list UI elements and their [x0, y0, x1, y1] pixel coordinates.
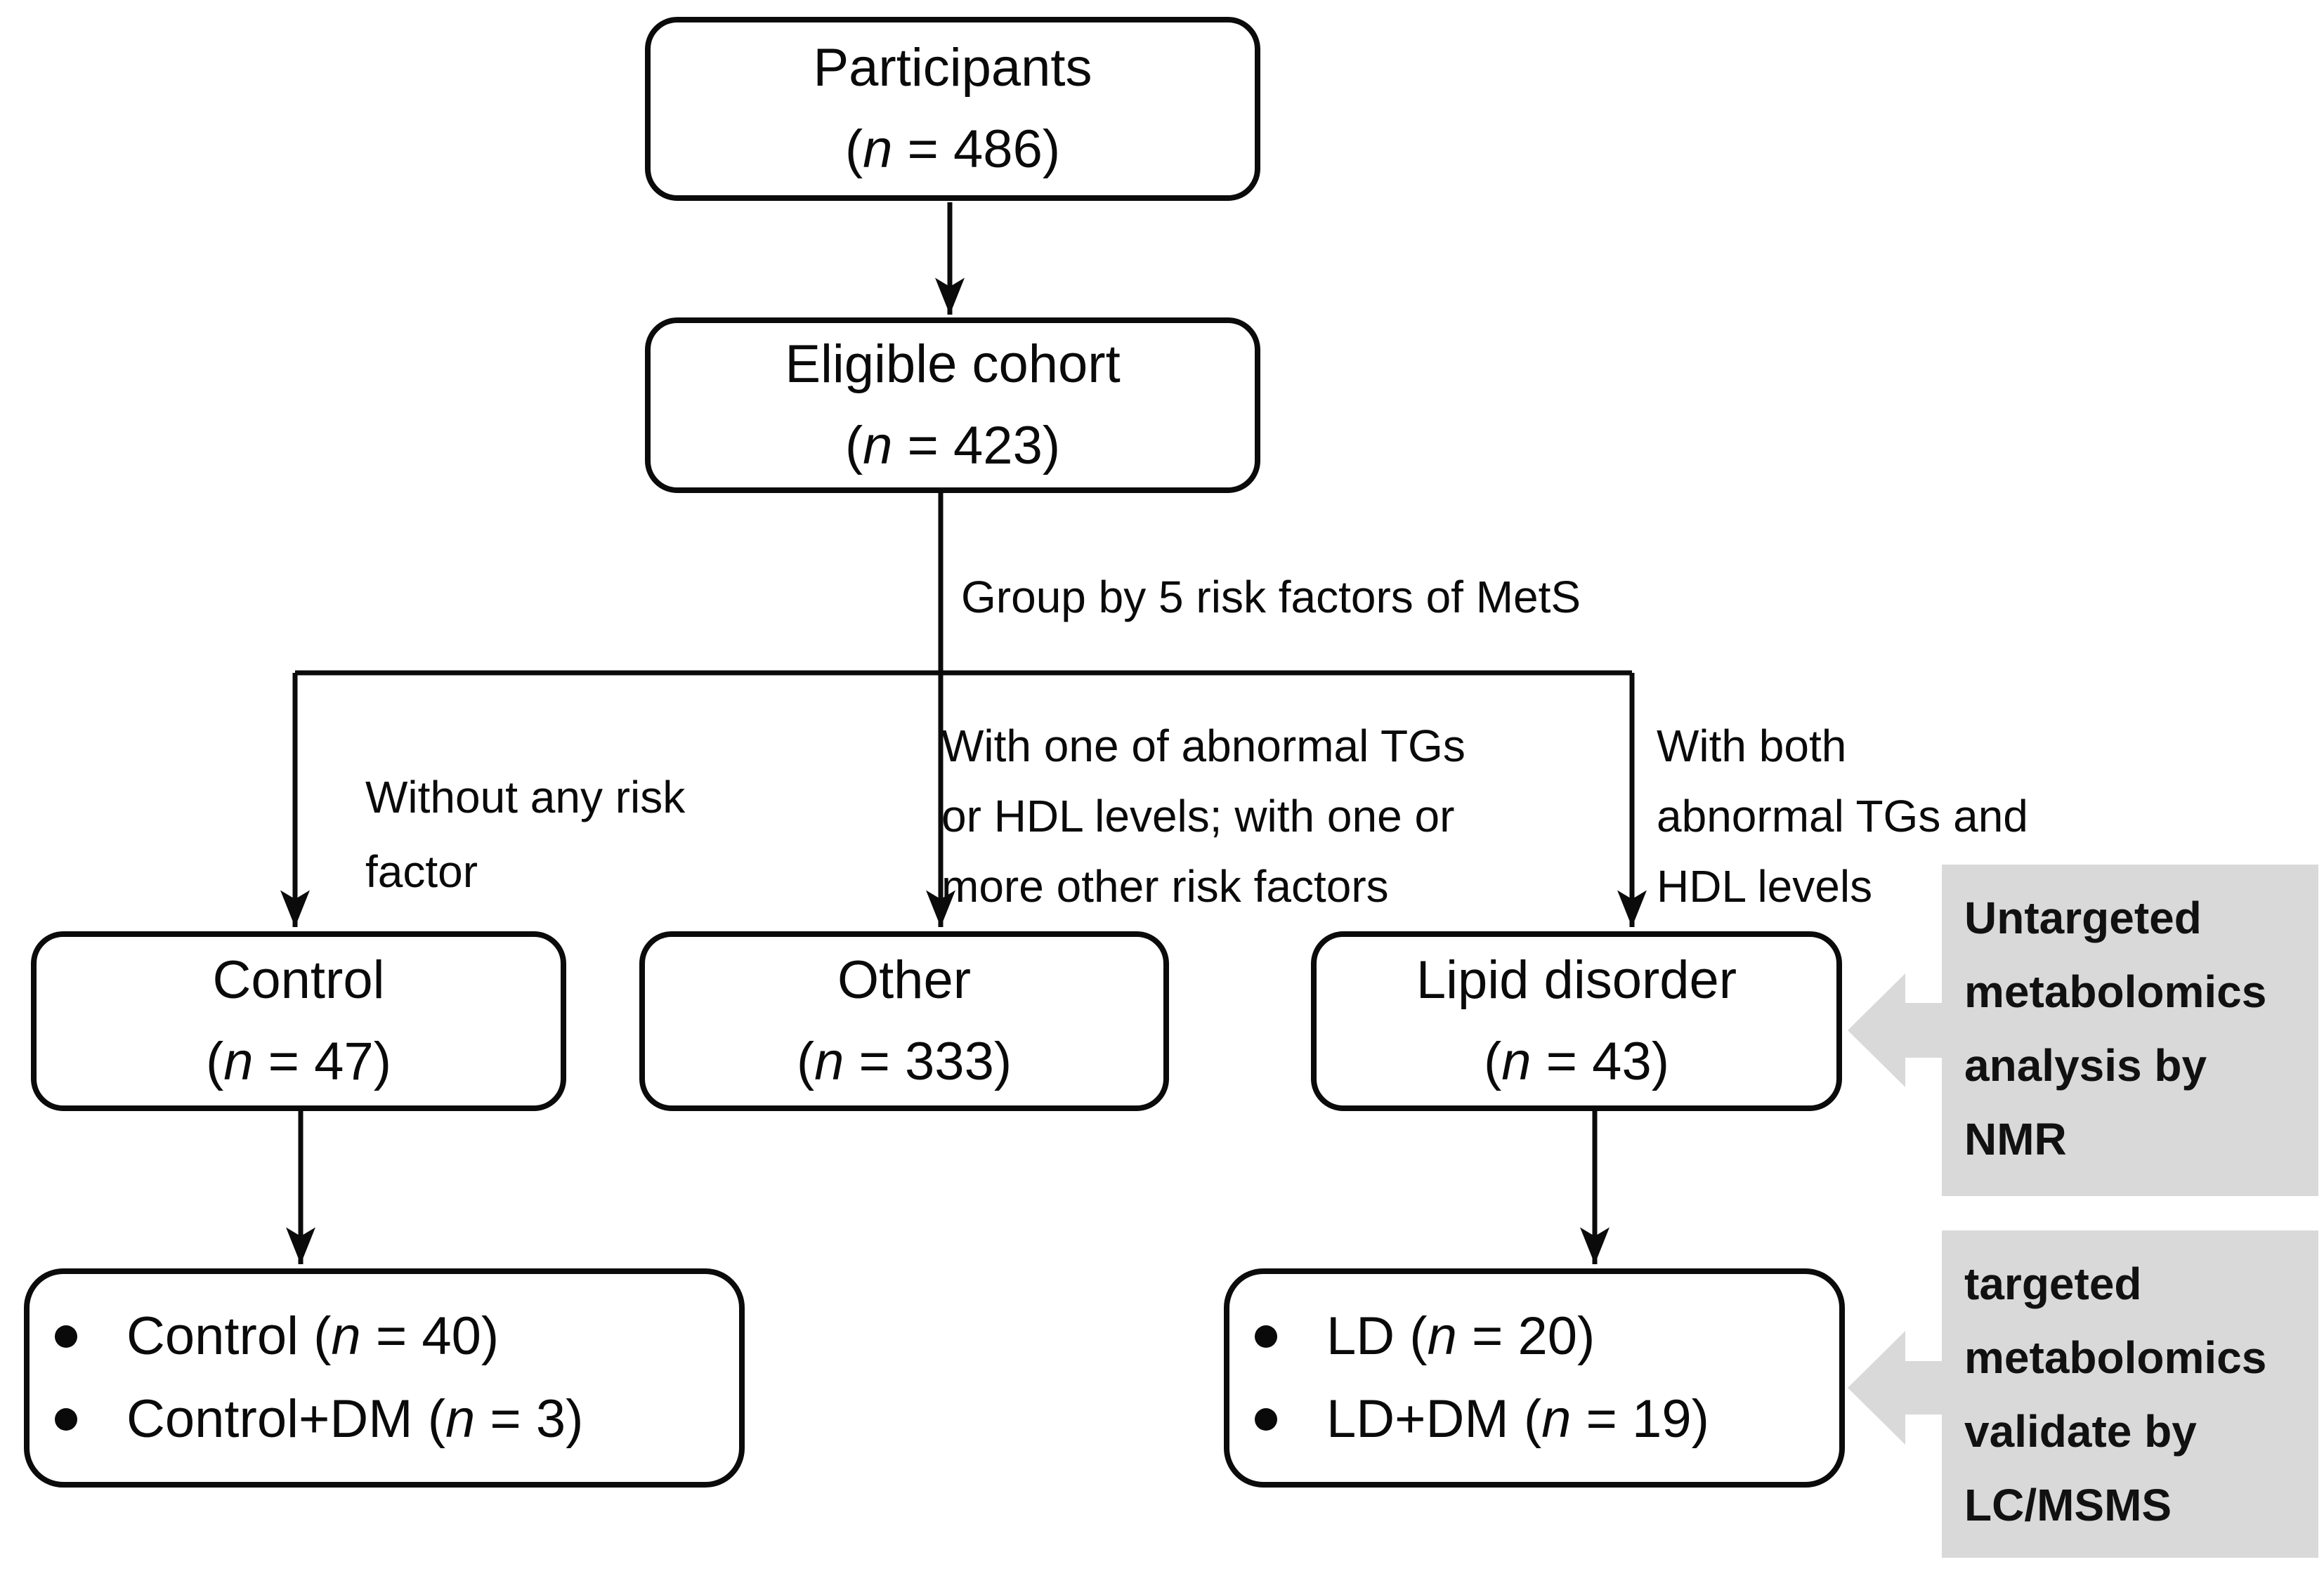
block-arrow-left-icon [1848, 973, 1945, 1087]
bullet-icon [55, 1325, 77, 1348]
box-title: Other [837, 950, 972, 1010]
bullet-icon [1255, 1325, 1277, 1348]
note-untargeted-nmr: Untargeted metabolomics analysis by NMR [1942, 865, 2318, 1196]
list-item: LD+DM (n = 19) [1255, 1378, 1839, 1461]
label-both-abnormal: With both abnormal TGs and HDL levels [1657, 721, 2028, 912]
box-control: Control (n = 47) [31, 931, 566, 1111]
box-title: Eligible cohort [785, 334, 1121, 394]
box-count: (n = 423) [844, 416, 1061, 475]
box-title: Participants [813, 38, 1092, 98]
bullet-icon [1255, 1408, 1277, 1431]
box-control-subgroups: Control (n = 40) Control+DM (n = 3) [24, 1268, 745, 1488]
box-ld-subgroups: LD (n = 20) LD+DM (n = 19) [1224, 1268, 1845, 1488]
label-group-by-risk-factors: Group by 5 risk factors of MetS [961, 572, 1581, 622]
box-count: (n = 47) [205, 1032, 392, 1091]
note-targeted-lcmsms: targeted metabolomics validate by LC/MSM… [1942, 1230, 2318, 1558]
label-without-risk-factor: Without any risk factor [365, 772, 686, 897]
box-count: (n = 486) [844, 119, 1061, 179]
box-title: Lipid disorder [1416, 950, 1737, 1010]
box-other: Other (n = 333) [639, 931, 1169, 1111]
list-item: Control (n = 40) [55, 1295, 739, 1378]
list-item: Control+DM (n = 3) [55, 1378, 739, 1461]
box-count: (n = 333) [796, 1032, 1012, 1091]
subgroup-text: Control (n = 40) [126, 1306, 500, 1366]
bullet-icon [55, 1408, 77, 1431]
subgroup-text: LD+DM (n = 19) [1326, 1389, 1709, 1449]
subgroup-text: LD (n = 20) [1326, 1306, 1595, 1366]
list-item: LD (n = 20) [1255, 1295, 1839, 1378]
box-count: (n = 43) [1483, 1032, 1670, 1091]
box-title: Control [212, 950, 385, 1010]
block-arrow-left-icon [1848, 1331, 1945, 1445]
box-lipid-disorder: Lipid disorder (n = 43) [1311, 931, 1842, 1111]
box-participants: Participants (n = 486) [645, 17, 1260, 201]
label-one-abnormal: With one of abnormal TGs or HDL levels; … [941, 721, 1465, 912]
box-eligible-cohort: Eligible cohort (n = 423) [645, 317, 1260, 493]
subgroup-text: Control+DM (n = 3) [126, 1389, 584, 1449]
